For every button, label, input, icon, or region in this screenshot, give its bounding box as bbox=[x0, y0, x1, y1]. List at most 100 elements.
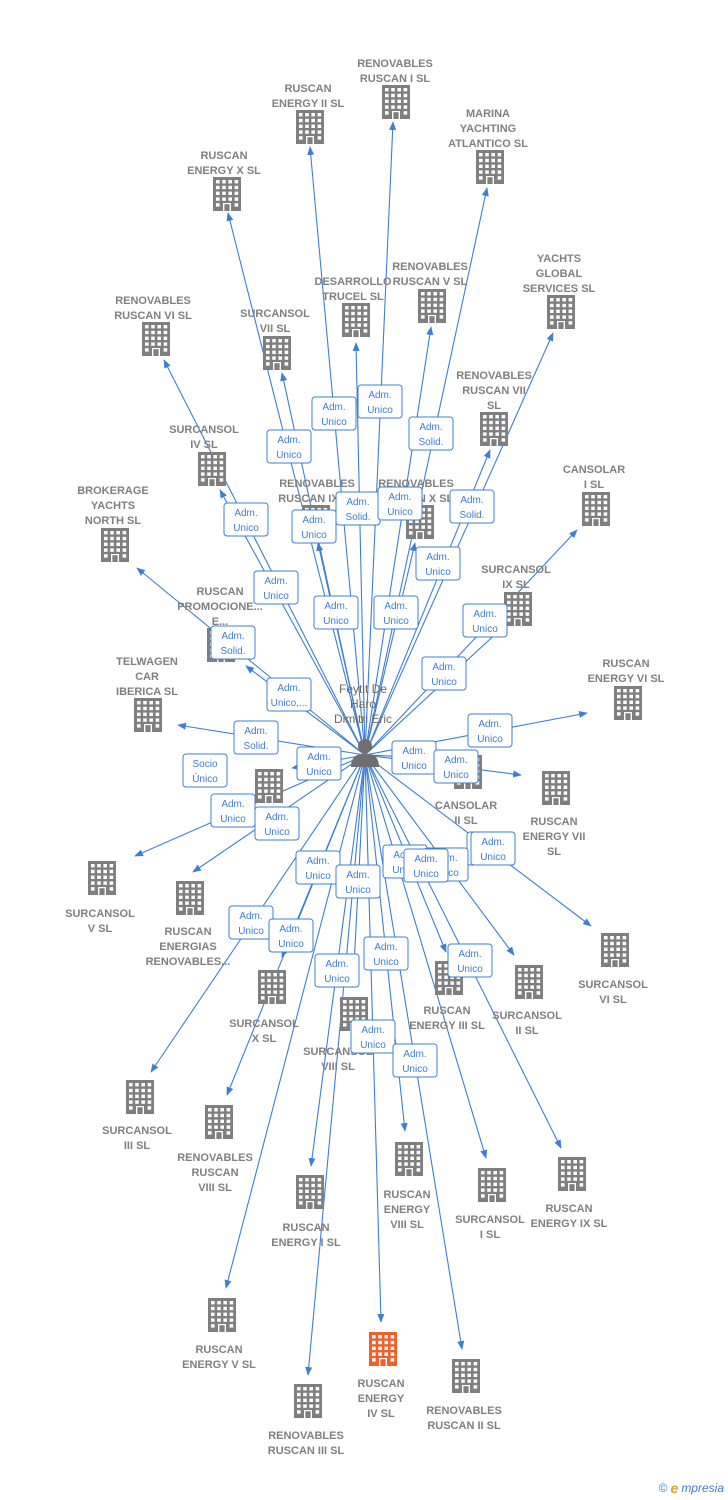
role-label: Adm. bbox=[432, 662, 455, 673]
role-badge: Adm.Unico bbox=[266, 429, 312, 464]
company-label: YACHTING bbox=[460, 123, 516, 135]
building-icon bbox=[294, 1384, 322, 1418]
role-badge: Adm.Solid. bbox=[233, 720, 279, 755]
building-icon bbox=[88, 861, 116, 895]
relation-edge bbox=[364, 326, 434, 756]
person-name: Feytit De bbox=[339, 682, 387, 696]
role-label: Unico bbox=[305, 871, 331, 882]
role-label: Adm. bbox=[368, 390, 391, 401]
company-label: TELWAGEN bbox=[116, 656, 178, 668]
company-ruscan-energias-renovables[interactable]: RUSCANENERGIASRENOVABLES... bbox=[146, 881, 231, 968]
company-label: RUSCAN II SL bbox=[427, 1420, 501, 1432]
company-label: RUSCAN bbox=[284, 83, 331, 95]
company-label: RENOVABLES bbox=[268, 1430, 344, 1442]
role-label: Adm. bbox=[279, 924, 302, 935]
building-icon bbox=[258, 970, 286, 1004]
role-badge: Adm.Solid. bbox=[335, 491, 381, 526]
company-label: III SL bbox=[124, 1140, 151, 1152]
company-renovables-ruscan-ii[interactable]: RENOVABLES RUSCAN II SL bbox=[426, 1359, 502, 1432]
role-label: Adm. bbox=[221, 799, 244, 810]
company-label: RENOVABLES bbox=[426, 1405, 502, 1417]
role-label: Adm. bbox=[302, 515, 325, 526]
company-label: IV SL bbox=[367, 1408, 395, 1420]
building-icon bbox=[296, 1175, 324, 1209]
company-label: I SL bbox=[480, 1229, 500, 1241]
company-surcansol-i[interactable]: SURCANSOL I SL bbox=[455, 1168, 525, 1241]
company-label: ENERGY X SL bbox=[187, 165, 261, 177]
role-label: Unico bbox=[431, 677, 457, 688]
role-label: Solid. bbox=[243, 741, 268, 752]
role-badge: Adm.Unico bbox=[350, 1019, 396, 1054]
role-label: Unico bbox=[477, 734, 503, 745]
company-label: CAR bbox=[135, 671, 159, 683]
role-label: Adm. bbox=[478, 719, 501, 730]
building-icon bbox=[558, 1157, 586, 1191]
building-icon bbox=[142, 322, 170, 356]
role-label: Adm. bbox=[264, 576, 287, 587]
relation-edge bbox=[364, 754, 488, 1159]
company-label: RENOVABLES bbox=[115, 295, 191, 307]
role-label: Solid. bbox=[220, 646, 245, 657]
role-label: Adm. bbox=[414, 854, 437, 865]
relation-edge bbox=[364, 121, 397, 756]
company-label: RUSCAN bbox=[191, 1167, 238, 1179]
company-label: RENOVABLES bbox=[177, 1152, 253, 1164]
role-label: Unico bbox=[306, 767, 332, 778]
company-label: SURCANSOL bbox=[455, 1214, 525, 1226]
role-label: Unico bbox=[457, 964, 483, 975]
relation-edge bbox=[136, 567, 366, 756]
relation-edge bbox=[316, 542, 366, 756]
role-badge: Adm.Unico bbox=[470, 831, 516, 866]
building-icon bbox=[126, 1080, 154, 1114]
copyright-icon: © bbox=[658, 1481, 668, 1495]
building-icon bbox=[205, 1105, 233, 1139]
person-name: Haro bbox=[350, 697, 376, 711]
company-label: RENOVABLES bbox=[392, 261, 468, 273]
role-badge: Adm.Unico bbox=[210, 793, 256, 828]
company-label: SURCANSOL bbox=[65, 908, 135, 920]
company-label: ENERGY VII bbox=[523, 831, 586, 843]
role-label: Unico bbox=[480, 852, 506, 863]
company-label: MARINA bbox=[466, 108, 510, 120]
role-label: Adm. bbox=[221, 631, 244, 642]
role-badge: Adm.Unico bbox=[415, 546, 461, 581]
company-label: YACHTS bbox=[91, 500, 135, 512]
relation-edge bbox=[364, 542, 417, 756]
relation-edge bbox=[224, 754, 366, 1289]
role-label: Adm. bbox=[234, 508, 257, 519]
building-icon bbox=[176, 881, 204, 915]
company-label: RUSCAN bbox=[383, 1189, 430, 1201]
